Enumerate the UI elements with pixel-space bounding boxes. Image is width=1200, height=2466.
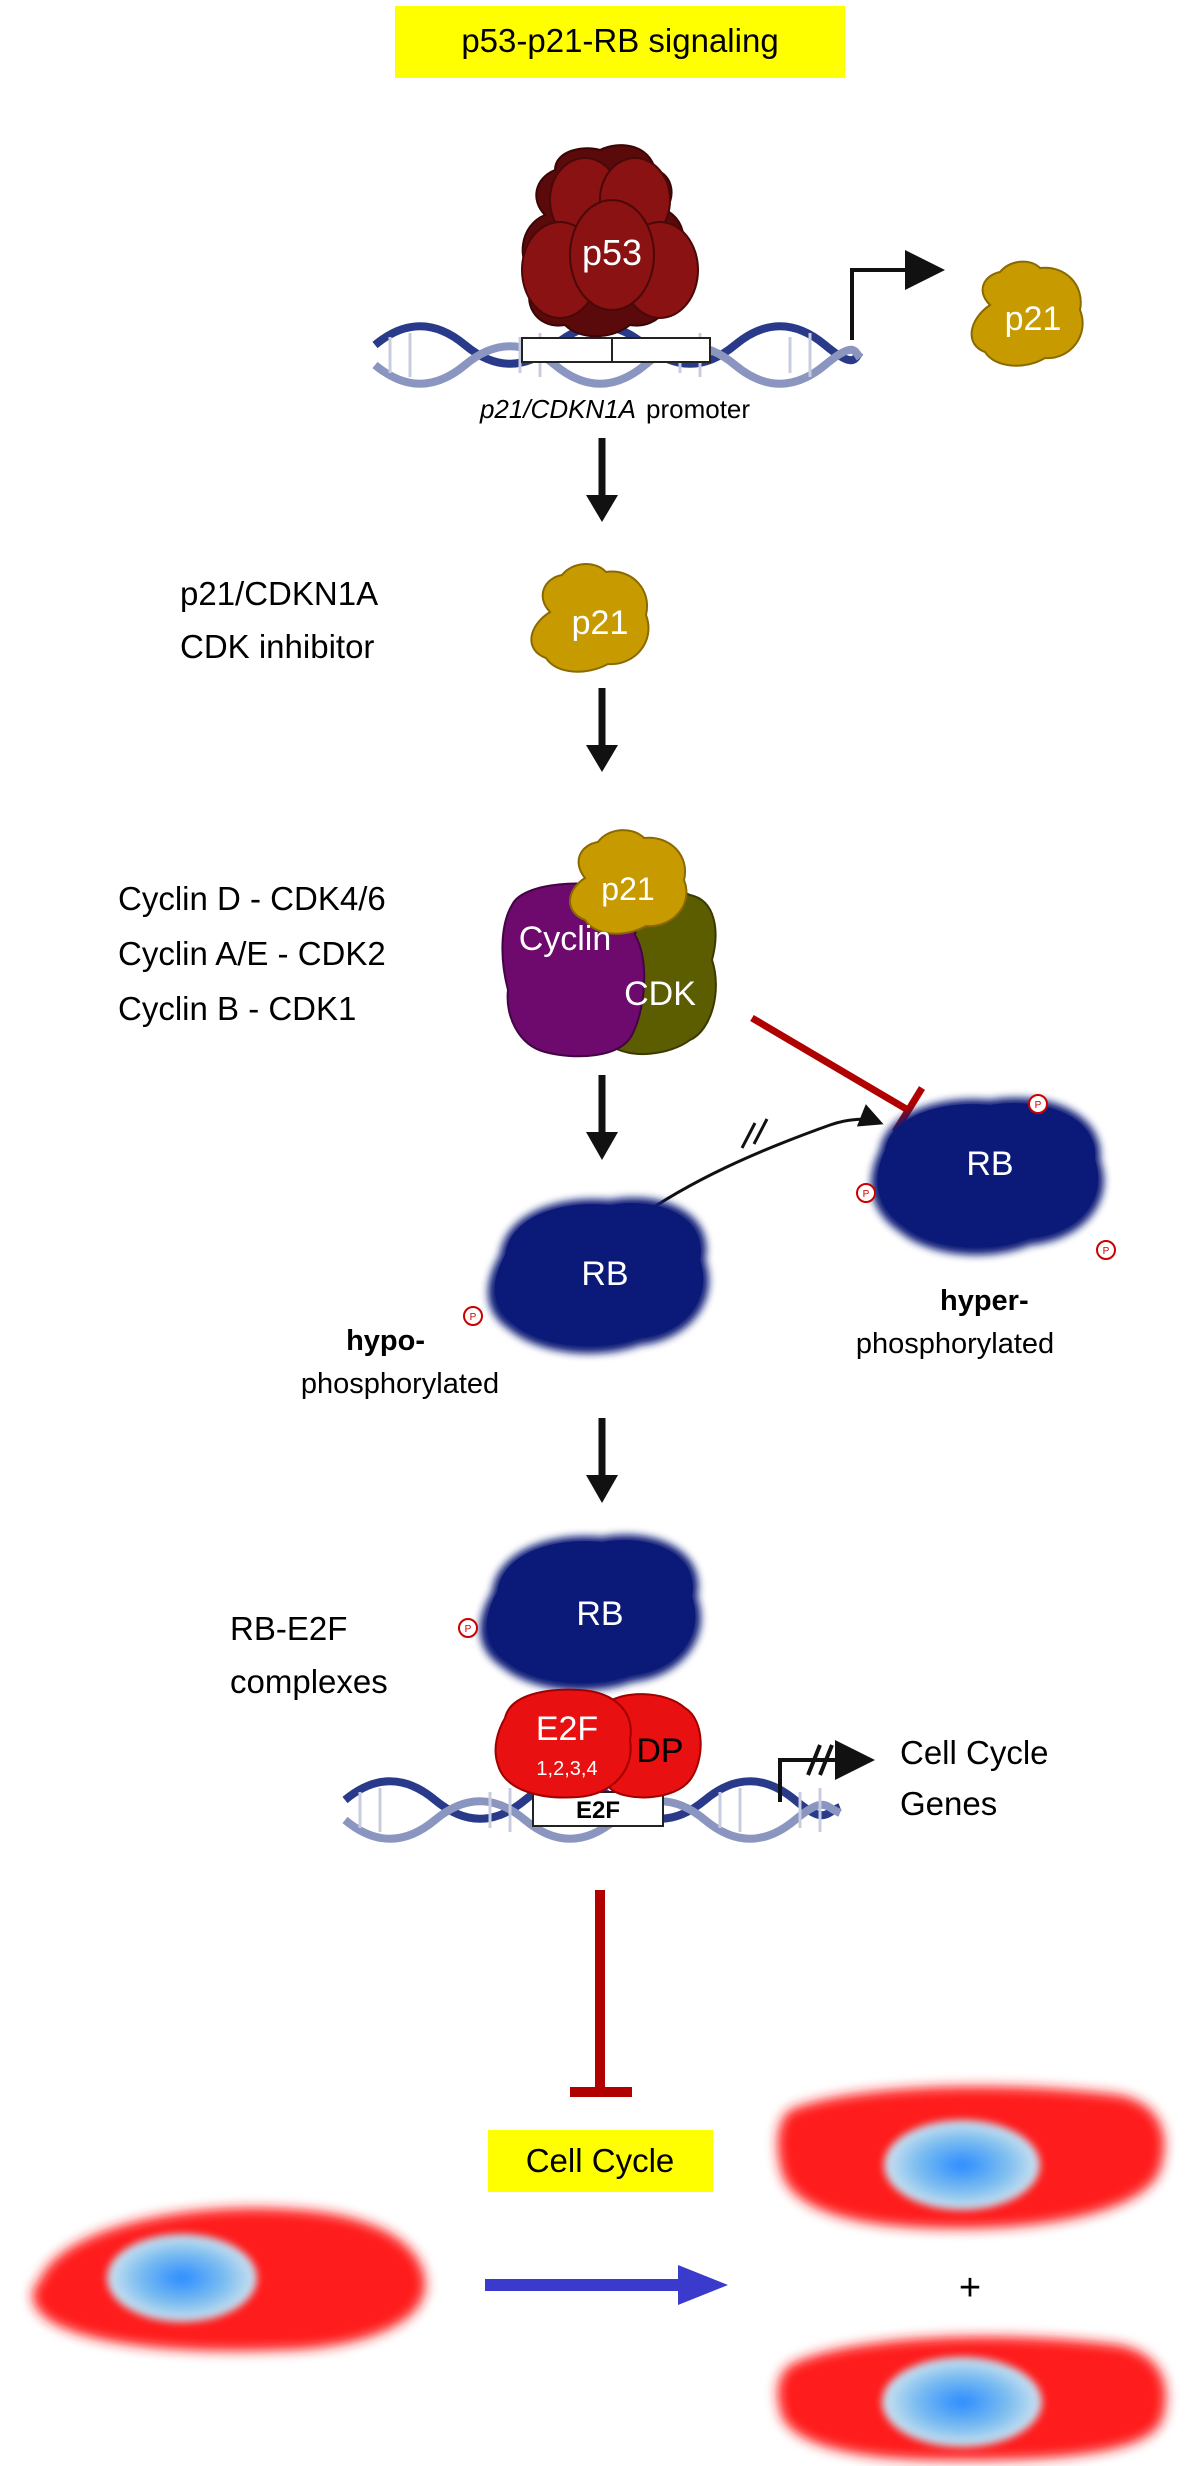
p21-bound-label: p21	[601, 871, 654, 907]
hypo-rest-label: phosphorylated	[301, 1368, 499, 1400]
svg-text:P: P	[1103, 1246, 1110, 1257]
daughter-cell-top	[777, 2086, 1165, 2229]
phosphorylation-arrow	[631, 1104, 884, 1224]
rb-complex-protein: RB	[480, 1534, 701, 1691]
e2f-isoforms-label: 1,2,3,4	[536, 1758, 597, 1780]
arrow-complex-to-rb	[586, 1075, 618, 1160]
genes-label-line2: Genes	[900, 1785, 997, 1822]
transcription-start-arrow	[850, 250, 945, 340]
promoter-suffix: promoter	[646, 394, 750, 424]
hyper-label: hyper-	[940, 1285, 1029, 1317]
svg-text:P: P	[863, 1189, 870, 1200]
p53-binding-box-left	[521, 337, 621, 363]
mother-cell	[32, 2208, 426, 2351]
p53-binding-box-right	[611, 337, 711, 363]
cyclin-pair-1: Cyclin D - CDK4/6	[118, 880, 386, 917]
promoter-gene-name: p21/CDKN1A	[479, 394, 636, 424]
cyclin-label: Cyclin	[519, 920, 612, 958]
title: p53-p21-RB signaling	[461, 22, 778, 59]
title-highlight	[395, 6, 845, 78]
hypo-label: hypo-	[346, 1325, 425, 1357]
rb-hyper-label: RB	[966, 1145, 1013, 1183]
cdk-label: CDK	[624, 975, 696, 1013]
promoter-label: p21/CDKN1A promoter	[479, 394, 750, 424]
rb-hypo-label: RB	[581, 1255, 628, 1293]
genes-label-line1: Cell Cycle	[900, 1734, 1049, 1771]
phospho-hyper-3: P	[1096, 1240, 1116, 1260]
p53-label: p53	[582, 232, 642, 273]
p21-product-label: p21	[1005, 300, 1062, 338]
complex-label-line2: complexes	[230, 1663, 388, 1700]
phospho-hypo: P	[463, 1306, 483, 1326]
cyclin-pair-3: Cyclin B - CDK1	[118, 990, 356, 1027]
cyclin-cdk-complex: p21 Cyclin CDK	[501, 829, 717, 1058]
arrow-p21-to-cyclin-cdk	[586, 688, 618, 772]
p21-inhibitor-protein: p21	[530, 563, 650, 673]
arrow-p53-to-p21	[586, 438, 618, 522]
rb-hyper-protein: RB	[871, 1097, 1104, 1255]
rb-hypo-protein: RB	[488, 1197, 709, 1354]
p21-inhibitor-label: p21	[572, 604, 629, 642]
e2f-label: E2F	[536, 1710, 598, 1748]
cell-cycle-highlight	[488, 2130, 713, 2192]
phospho-hyper-2: P	[856, 1183, 876, 1203]
p53-protein: p53	[521, 144, 699, 338]
arrow-rb-to-complex	[586, 1418, 618, 1503]
inhibition-cdk-to-hyper-rb	[750, 1014, 925, 1134]
dp-label: DP	[636, 1732, 683, 1770]
e2f-site-label: E2F	[576, 1797, 620, 1824]
p21-role-label: CDK inhibitor	[180, 628, 374, 665]
complex-label-line1: RB-E2F	[230, 1610, 347, 1647]
plus-sign: +	[959, 2267, 981, 2309]
rb-complex-label: RB	[576, 1595, 623, 1633]
blocked-transcription-arrow	[778, 1740, 875, 1802]
p21-product-protein: p21	[970, 260, 1084, 367]
daughter-cell-bottom	[777, 2336, 1166, 2461]
division-arrow	[485, 2265, 728, 2305]
cell-cycle-label: Cell Cycle	[526, 2142, 675, 2179]
phospho-hyper-1: P	[1028, 1094, 1048, 1114]
svg-text:P: P	[1035, 1100, 1042, 1111]
p21-name-label: p21/CDKN1A	[180, 575, 378, 612]
svg-text:P: P	[470, 1312, 477, 1323]
e2f-protein: E2F 1,2,3,4	[494, 1688, 632, 1799]
phospho-complex: P	[458, 1618, 478, 1638]
cyclin-pair-2: Cyclin A/E - CDK2	[118, 935, 386, 972]
hyper-rest-label: phosphorylated	[856, 1328, 1054, 1360]
inhibition-complex-to-cell-cycle	[570, 1890, 632, 2097]
svg-text:P: P	[465, 1624, 472, 1635]
